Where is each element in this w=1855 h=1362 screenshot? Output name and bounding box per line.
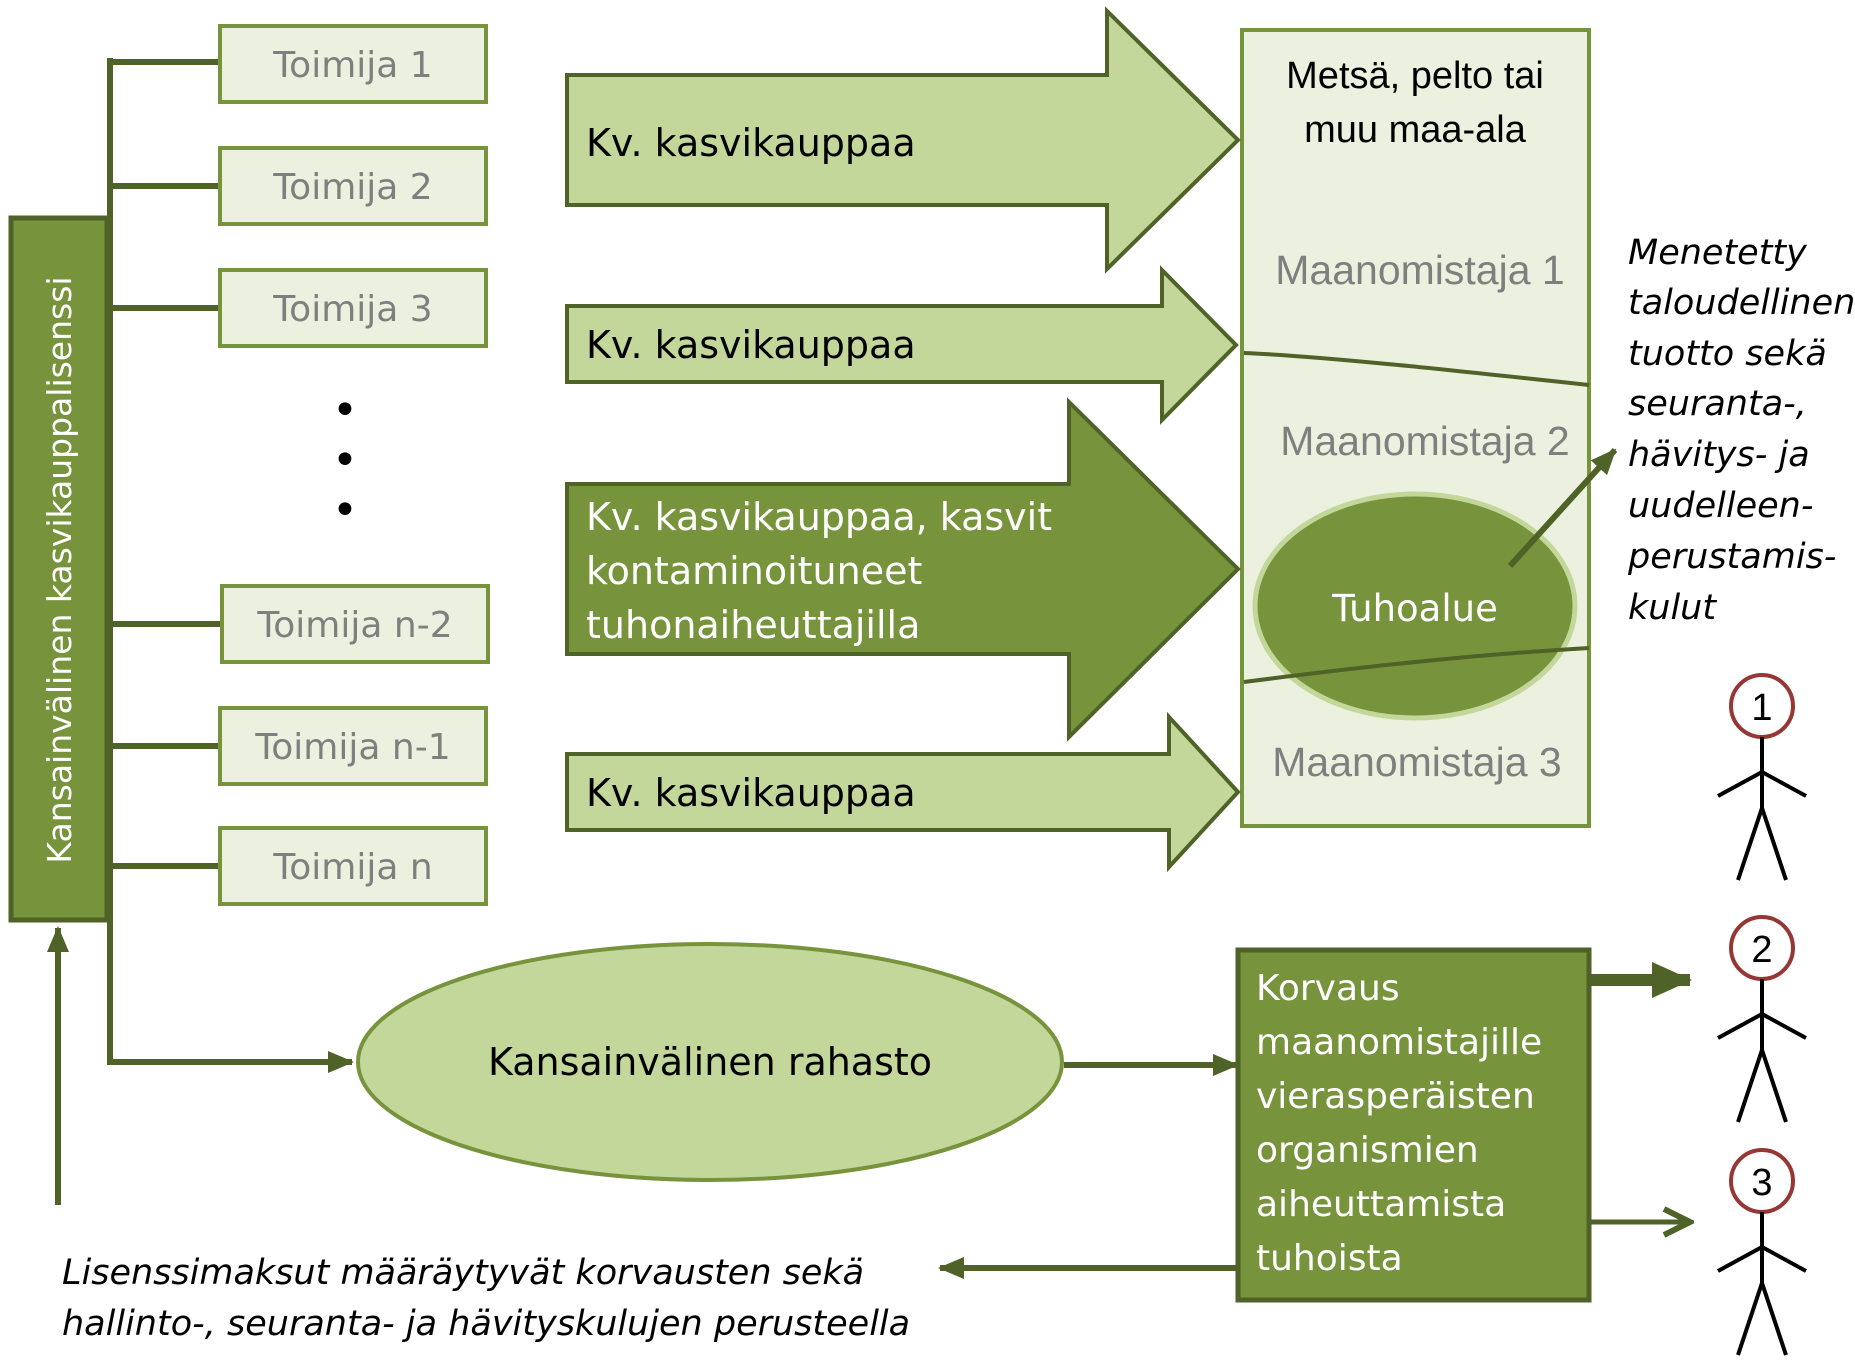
person-icon: 1 [1717, 673, 1807, 881]
trade-arrow-contaminated: Kv. kasvikauppaa, kasvit kontaminoitunee… [565, 397, 1241, 742]
operator-label: Toimija 3 [272, 289, 432, 330]
person-icon: 2 [1717, 915, 1807, 1123]
property-boundary-line [1243, 351, 1590, 387]
damage-area: Tuhoalue [1252, 491, 1578, 721]
damage-area-label: Tuhoalue [1331, 587, 1498, 630]
operator-connectors [107, 58, 220, 1065]
compensation-line: tuhoista [1256, 1238, 1403, 1279]
ellipsis-dot: • [332, 385, 358, 436]
operator-box: Toimija 3 [218, 268, 488, 348]
owner-label: Maanomistaja 1 [1275, 247, 1564, 293]
compensation-line: organismien [1256, 1130, 1479, 1171]
lost-income-line: uudelleen- [1628, 486, 1813, 526]
fee-note-line: Lisenssimaksut määräytyvät korvausten se… [62, 1253, 864, 1293]
lost-income-note: Menetetty taloudellinen tuotto sekä seur… [1627, 233, 1855, 628]
operator-label: Toimija n-2 [256, 605, 452, 646]
person-icon: 3 [1717, 1148, 1807, 1356]
person-number: 1 [1751, 687, 1772, 729]
compensation-line: vierasperäisten [1256, 1076, 1535, 1117]
owner-label: Maanomistaja 3 [1272, 739, 1561, 785]
operator-label: Toimija n-1 [254, 727, 450, 768]
damage-to-loss-arrow [1507, 447, 1618, 569]
operator-box: Toimija n [218, 826, 488, 906]
lost-income-line: kulut [1628, 588, 1717, 628]
international-fund: Kansainvälinen rahasto [356, 942, 1064, 1182]
lost-income-line: taloudellinen [1628, 283, 1855, 323]
trade-arrow-label: Kv. kasvikauppaa [586, 121, 916, 165]
trade-arrow: Kv. kasvikauppaa [565, 6, 1241, 274]
operator-label: Toimija 1 [272, 45, 432, 86]
operator-box: Toimija n-1 [218, 706, 488, 786]
trade-arrow: Kv. kasvikauppaa [565, 711, 1241, 873]
license-bar: Kansainvälinen kasvikauppalisenssi [8, 215, 110, 923]
compensation-line: Korvaus [1256, 968, 1400, 1009]
operator-box: Toimija n-2 [220, 584, 490, 664]
trade-arrow-label: Kv. kasvikauppaa, kasvit [586, 495, 1052, 539]
land-area-title: muu maa-ala [1304, 109, 1527, 151]
compensation-box: Korvaus maanomistajille vierasperäisten … [1235, 947, 1592, 1303]
owner-label: Maanomistaja 2 [1280, 418, 1569, 464]
lost-income-line: tuotto sekä [1628, 334, 1827, 374]
operator-label: Toimija 2 [272, 167, 432, 208]
fee-note-line: hallinto-, seuranta- ja hävityskulujen p… [62, 1304, 910, 1344]
trade-arrow: Kv. kasvikauppaa [565, 265, 1239, 425]
trade-arrow-label: kontaminoituneet [586, 549, 922, 593]
lost-income-line: hävitys- ja [1628, 435, 1810, 475]
person-number: 3 [1751, 1162, 1772, 1204]
compensation-line: aiheuttamista [1256, 1184, 1506, 1225]
property-boundary-line [1243, 646, 1590, 684]
land-area-title: Metsä, pelto tai [1286, 55, 1544, 97]
lost-income-line: Menetetty [1628, 233, 1808, 273]
operator-list: Toimija 1 Toimija 2 Toimija 3 Toimija n-… [218, 24, 490, 906]
lost-income-line: seuranta-, [1628, 384, 1807, 424]
trade-arrow-label: tuhonaiheuttajilla [586, 603, 920, 647]
operator-box: Toimija 1 [218, 24, 488, 104]
operator-ellipsis: • • • [332, 385, 358, 536]
operator-label: Toimija n [272, 847, 432, 888]
trade-arrow-label: Kv. kasvikauppaa [586, 771, 916, 815]
lost-income-line: perustamis- [1627, 537, 1836, 577]
ellipsis-dot: • [332, 435, 358, 486]
license-bar-label: Kansainvälinen kasvikauppalisenssi [40, 276, 79, 863]
operator-box: Toimija 2 [218, 146, 488, 226]
person-number: 2 [1751, 929, 1772, 971]
ellipsis-dot: • [332, 485, 358, 536]
license-fee-note: Lisenssimaksut määräytyvät korvausten se… [62, 1253, 910, 1344]
compensation-line: maanomistajille [1256, 1022, 1542, 1063]
fund-label: Kansainvälinen rahasto [488, 1040, 932, 1084]
trade-arrow-label: Kv. kasvikauppaa [586, 323, 916, 367]
